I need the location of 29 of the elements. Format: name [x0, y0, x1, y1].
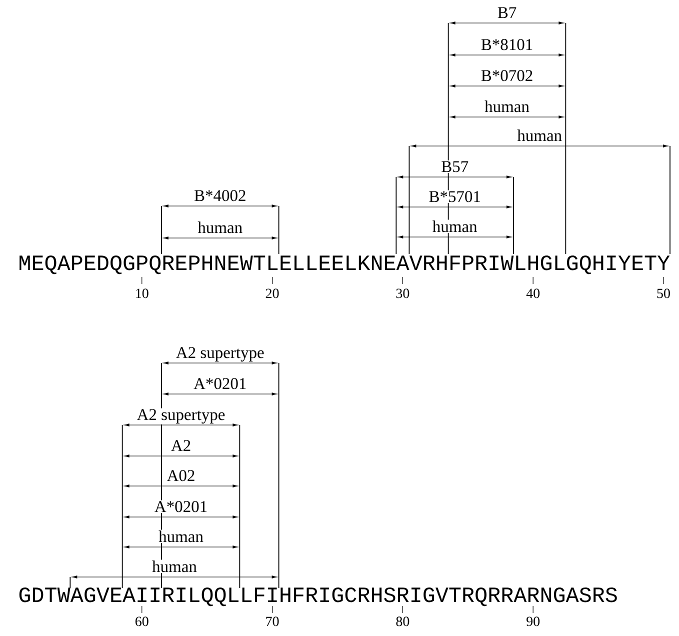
allele-label: B7 — [496, 6, 518, 19]
allele-label: human — [432, 220, 478, 233]
allele-label: B57 — [440, 160, 470, 173]
allele-label: human — [158, 530, 204, 543]
position-number: 40 — [526, 288, 540, 298]
allele-label: B*4002 — [193, 189, 248, 202]
position-number: 80 — [396, 616, 410, 626]
allele-label: B*0702 — [480, 69, 534, 82]
position-number: 50 — [657, 288, 670, 298]
position-number: 90 — [526, 616, 540, 626]
allele-label: A02 — [166, 469, 196, 482]
allele-label: B*5701 — [428, 190, 482, 203]
allele-label: A*0201 — [154, 500, 208, 513]
sequence-text: GDTWAGVEAIIRILQQLLFIHFRIGCRHSRIGVTRQRRARNGASRS — [19, 587, 617, 606]
position-number: 20 — [266, 288, 279, 298]
allele-label: human — [484, 100, 530, 113]
allele-label: human — [516, 128, 563, 142]
position-number: 70 — [266, 616, 279, 626]
allele-label: A2 supertype — [136, 408, 226, 424]
position-number: 30 — [396, 288, 410, 298]
position-number: 10 — [136, 288, 148, 298]
allele-label: B*8101 — [480, 38, 534, 51]
position-number: 60 — [136, 616, 148, 626]
allele-label: human — [151, 560, 198, 573]
allele-label: A2 — [170, 439, 192, 452]
allele-label: A*0201 — [192, 377, 248, 390]
allele-label: A2 supertype — [175, 346, 266, 362]
allele-label: human — [196, 220, 244, 234]
sequence-text: MEQAPEDQGPQREPHNEWTLELLEELKNEAVRHFPRIWLHGLGQHIYETY — [20, 255, 670, 274]
